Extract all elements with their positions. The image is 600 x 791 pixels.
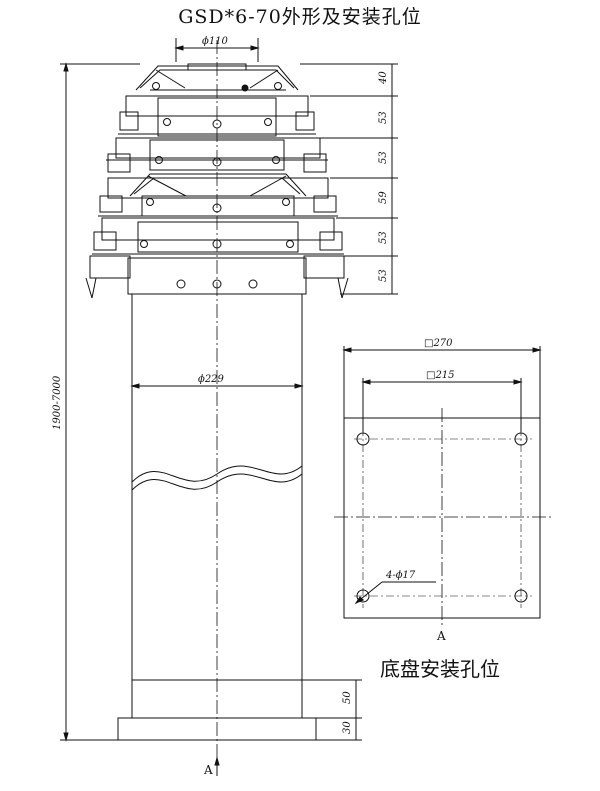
dim-body-diameter: ϕ229 [130, 374, 304, 389]
hole-br [514, 589, 528, 603]
hole-bl [356, 589, 370, 603]
stage-5 [85, 255, 349, 299]
hole-tr [514, 432, 528, 446]
dim-segments: 40 53 53 59 53 53 [300, 63, 398, 295]
tube-base [117, 679, 317, 741]
stage-3 [98, 177, 338, 217]
base-plate-view: □270 □215 4-ϕ17 A [334, 338, 552, 643]
bottom-2-label: 30 [342, 721, 353, 734]
main-tube [131, 294, 303, 680]
mid-bracket [129, 173, 307, 206]
stage-4 [92, 217, 344, 255]
seg-6-label: 53 [378, 269, 389, 282]
stage-1 [118, 95, 316, 137]
drawing-title: GSD*6-70外形及安装孔位 [178, 6, 422, 28]
inner-size-label: □215 [426, 370, 455, 381]
plate-view-label: A [436, 629, 446, 643]
seg-5-label: 53 [378, 231, 389, 244]
hole-tl [356, 432, 370, 446]
seg-1-label: 40 [378, 71, 389, 85]
base-plate-title: 底盘安装孔位 [380, 657, 500, 681]
holes-label: 4-ϕ17 [385, 570, 416, 581]
seg-4-label: 59 [378, 191, 389, 204]
dim-bottom: 50 30 [302, 679, 362, 741]
stage-2 [106, 137, 328, 173]
body-dia-label: ϕ229 [198, 374, 225, 385]
outer-size-label: □270 [424, 338, 453, 349]
top-dia-label: ϕ110 [202, 36, 229, 47]
dim-total-height: 1900-7000 [52, 62, 140, 742]
view-arrow-a: A [203, 756, 220, 777]
seg-2-label: 53 [378, 111, 389, 124]
top-cap [135, 63, 299, 92]
bottom-1-label: 50 [342, 691, 353, 704]
total-height-label: 1900-7000 [52, 375, 63, 430]
seg-3-label: 53 [378, 151, 389, 164]
view-arrow-label: A [203, 763, 213, 777]
